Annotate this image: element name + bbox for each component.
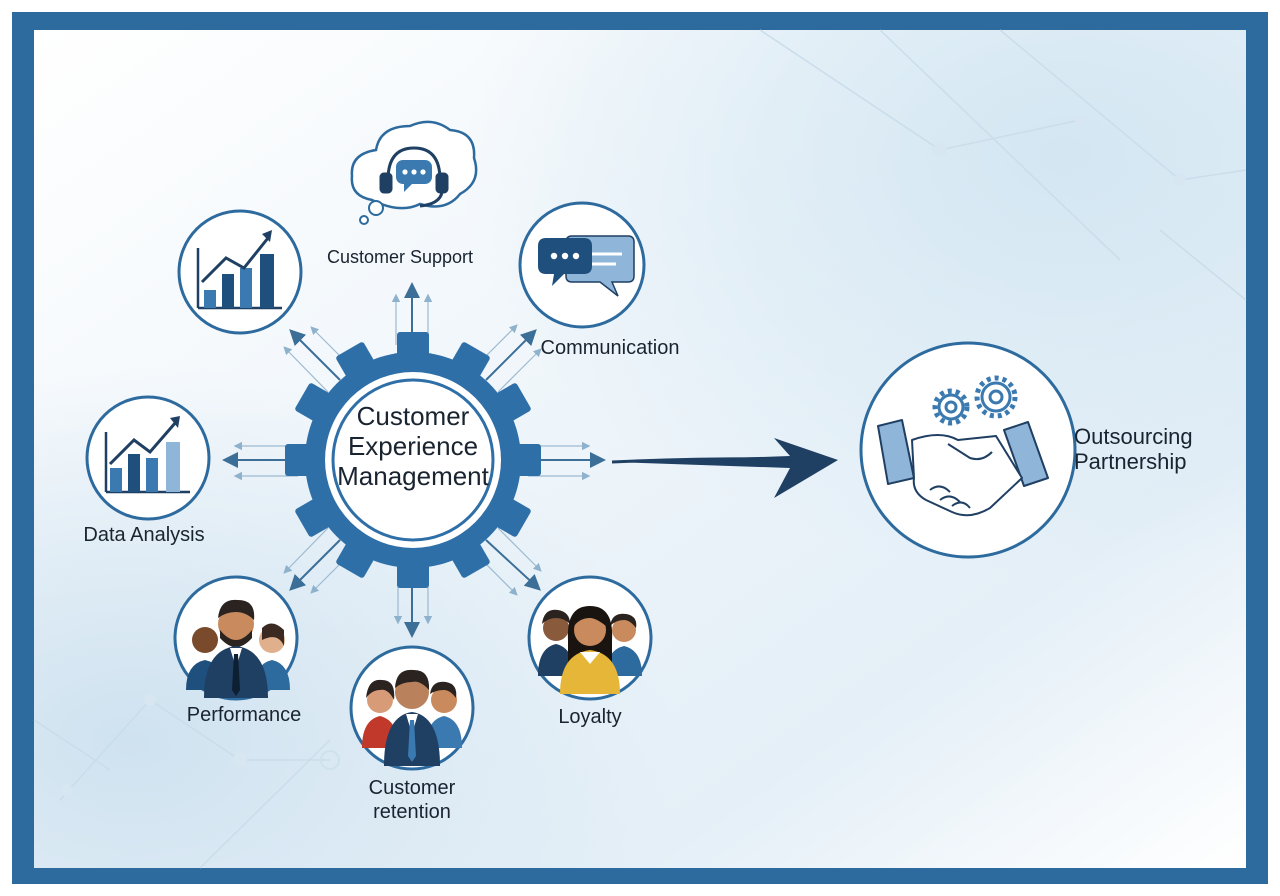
communication-node: [518, 201, 646, 329]
chat-bubble-icon: [396, 160, 432, 192]
center-title-line2: Experience: [347, 430, 479, 461]
partnership-node: [859, 341, 1077, 559]
performance-node: [173, 575, 299, 701]
data-analysis-label: Data Analysis: [83, 524, 205, 546]
data-analysis-node: [85, 395, 211, 521]
central-gear: [285, 332, 541, 588]
performance-label: Performance: [186, 704, 302, 726]
loyalty-node: [527, 575, 653, 701]
outsourcing-partnership-label: Outsourcing Partnership: [1074, 424, 1224, 475]
group-icon: [362, 669, 462, 766]
customer-support-label: Customer Support: [326, 247, 474, 267]
radiating-arrows: [222, 282, 606, 638]
headset-icon: [379, 146, 449, 208]
outsourcing-partnership-line1: Outsourcing: [1074, 424, 1193, 449]
center-title: Customer Experience Management: [313, 401, 513, 492]
background-network-nodes: [60, 115, 1186, 796]
customer-retention-label-line1: Customer: [368, 777, 456, 799]
center-title-line1: Customer: [356, 401, 470, 431]
customer-support-node: [350, 120, 478, 225]
outsourcing-partnership-line2: Partnership: [1074, 449, 1187, 475]
customer-retention-label-line2: retention: [373, 801, 451, 823]
main-arrow: [611, 438, 838, 498]
customers-icon: [538, 606, 642, 694]
loyalty-label: Loyalty: [558, 706, 622, 728]
center-title-line3: Management: [337, 460, 489, 491]
handshake-icon: [877, 419, 1049, 517]
customer-retention-label: Customer retention: [332, 776, 492, 824]
gears-icon: [932, 375, 1018, 426]
communication-label: Communication: [540, 337, 680, 359]
team-icon: [186, 599, 290, 698]
growth-chart-node: [177, 209, 303, 335]
customer-retention-node: [349, 645, 475, 771]
